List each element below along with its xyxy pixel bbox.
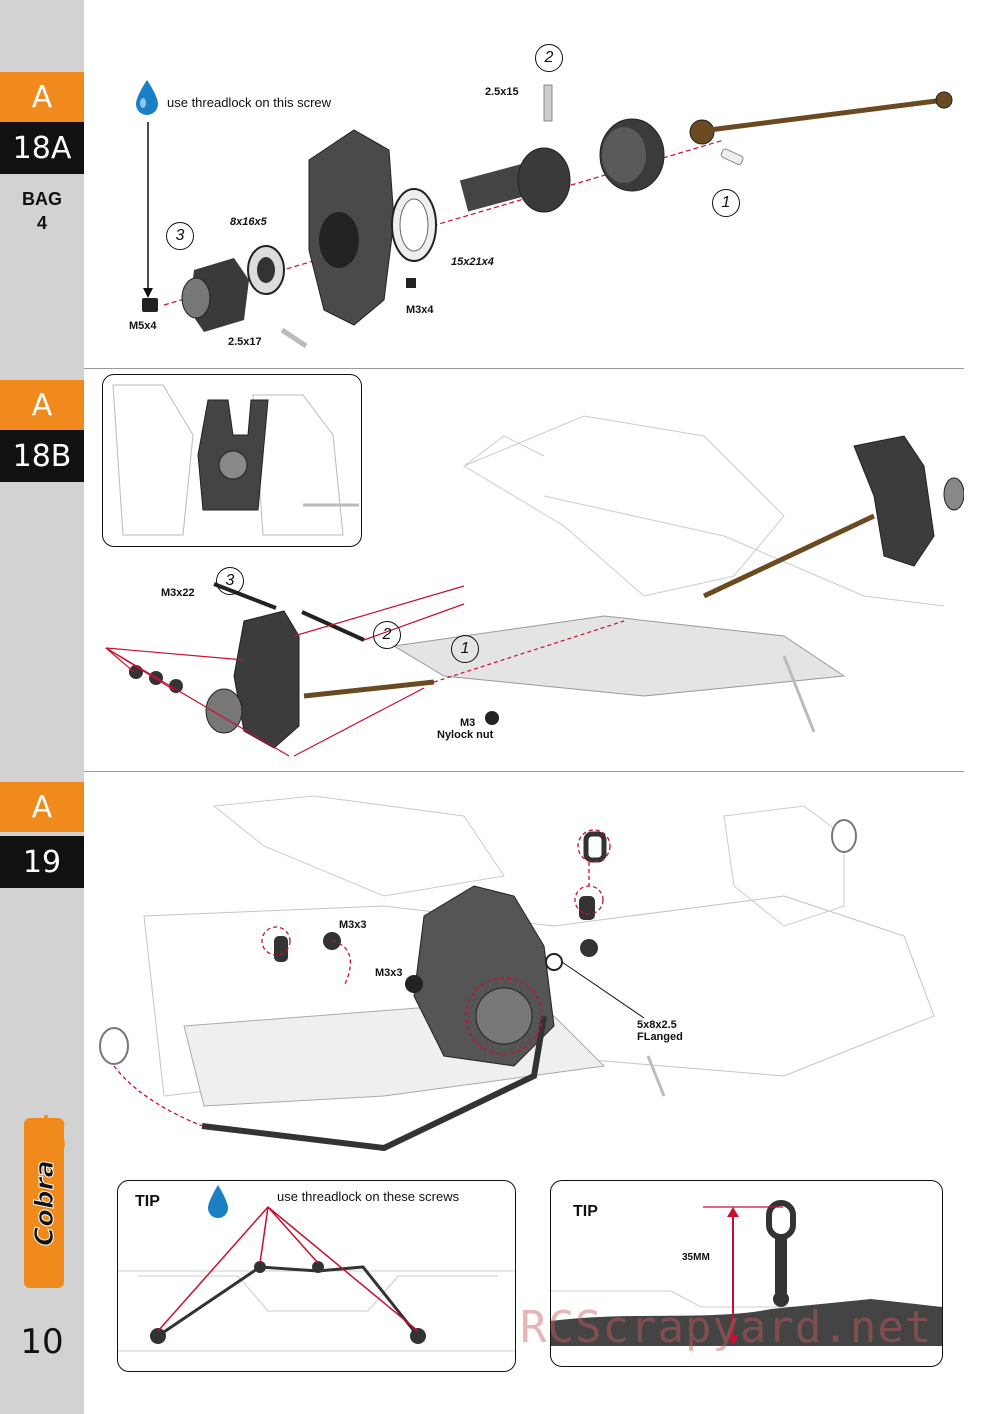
watermark: RCScrapyard.net: [520, 1302, 933, 1353]
callout-number: 3: [166, 222, 194, 250]
anti-roll-bar-assembly: [99, 795, 935, 1152]
threadlock-drop-icon: [136, 80, 158, 115]
svg-text:Cobra: Cobra: [30, 1160, 60, 1246]
exploded-hub-assembly: [142, 84, 953, 349]
callout-number: 2: [535, 44, 563, 72]
callout-number: 3: [216, 567, 244, 595]
callout-number: 1: [451, 635, 479, 663]
part-label: 5x8x2.5: [637, 1019, 677, 1031]
part-label: M5x4: [129, 320, 157, 332]
step-number-tab: 18A: [0, 122, 84, 174]
part-label: 2.5x17: [228, 336, 262, 348]
callout-number: 2: [373, 621, 401, 649]
threadlock-note: use threadlock on this screw: [167, 95, 332, 110]
rear-suspension-assembly: [105, 415, 964, 757]
page-number: 10: [20, 1322, 64, 1362]
part-label: 15x21x4: [451, 256, 494, 268]
sidebar: A 18A BAG 4 A 18B A 19 Cobra GT 10: [0, 0, 84, 1414]
section-letter-tab: A: [0, 782, 84, 832]
svg-text:GT: GT: [38, 1115, 71, 1157]
tip-box-measurement: TIP 35MM: [550, 1180, 943, 1367]
bag-number: 4: [36, 213, 47, 233]
cobra-gt-logo: Cobra GT: [24, 1115, 71, 1288]
part-label: Nylock nut: [437, 729, 494, 741]
threadlock-note: use threadlock on these screws: [277, 1189, 460, 1204]
tip-title: TIP: [573, 1203, 598, 1220]
step-number-tab: 19: [0, 836, 84, 888]
tip-box-threadlock: TIP use threadlock on these screws: [117, 1180, 516, 1372]
step-number-tab: 18B: [0, 430, 84, 482]
section-letter-tab: A: [0, 380, 84, 430]
tip-anti-roll-bar-drawing: [118, 1185, 515, 1352]
part-label: M3x3: [375, 967, 403, 979]
bag-label: BAG: [22, 189, 62, 209]
part-label: 2.5x15: [485, 86, 519, 98]
part-label: FLanged: [637, 1031, 683, 1043]
section-letter-tab: A: [0, 72, 84, 122]
part-label: M3x4: [406, 304, 434, 316]
detail-inset: [102, 374, 362, 547]
tip-title: TIP: [135, 1193, 160, 1210]
section-divider: [84, 771, 964, 772]
part-label: M3x22: [161, 587, 195, 599]
part-label: M3: [460, 717, 476, 729]
measurement-label: 35MM: [682, 1252, 710, 1263]
part-label: 8x16x5: [230, 216, 267, 228]
callout-number: 1: [712, 189, 740, 217]
tip-ball-end-height-drawing: [551, 1200, 942, 1346]
inset-hub-drawing: [112, 384, 359, 536]
section-divider: [84, 368, 964, 369]
part-label: M3x3: [339, 919, 367, 931]
